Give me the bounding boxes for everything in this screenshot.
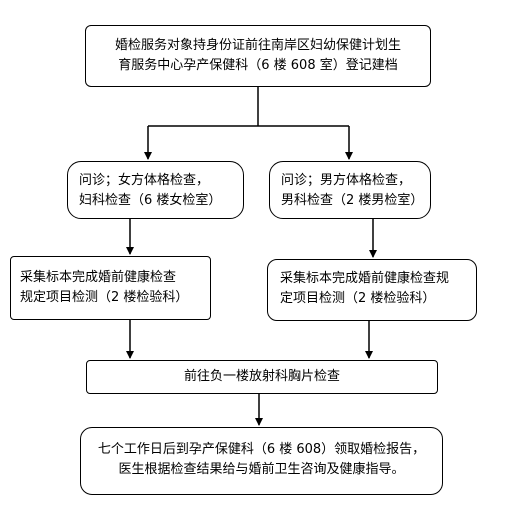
step-male-exam-line1: 问诊；男方体格检查， xyxy=(281,173,412,188)
step-female-exam-line1: 问诊；女方体格检查， xyxy=(79,173,210,188)
step-male-exam-box: 问诊；男方体格检查， 男科检查（2 楼男检室） xyxy=(269,161,431,219)
step-female-lab-box: 采集标本完成婚前健康检查 规定项目检测（2 楼检验科） xyxy=(10,256,211,320)
step-register-box: 婚检服务对象持身份证前往南岸区妇幼保健计划生 育服务中心孕产保健科（6 楼 60… xyxy=(85,25,431,87)
step-xray-line1: 前往负一楼放射科胸片检查 xyxy=(183,369,340,384)
step-report-line1: 七个工作日后到孕产保健科（6 楼 608）领取婚检报告， xyxy=(97,442,426,457)
step-male-exam-line2: 男科检查（2 楼男检室） xyxy=(281,193,424,208)
step-register-line2: 育服务中心孕产保健科（6 楼 608 室）登记建档 xyxy=(118,58,398,73)
step-female-exam-line2: 妇科检查（6 楼女检室） xyxy=(79,193,222,208)
step-report-box: 七个工作日后到孕产保健科（6 楼 608）领取婚检报告， 医生根据检查结果给与婚… xyxy=(80,427,443,495)
step-male-lab-box: 采集标本完成婚前健康检查规 定项目检测（2 楼检验科） xyxy=(267,259,477,321)
step-male-lab-line1: 采集标本完成婚前健康检查规 xyxy=(280,271,450,286)
step-register-line1: 婚检服务对象持身份证前往南岸区妇幼保健计划生 xyxy=(114,38,401,53)
step-male-lab-line2: 定项目检测（2 楼检验科） xyxy=(280,291,436,306)
step-female-lab-line1: 采集标本完成婚前健康检查 xyxy=(20,270,177,285)
step-report-line2: 医生根据检查结果给与婚前卫生咨询及健康指导。 xyxy=(118,462,405,477)
step-female-exam-box: 问诊；女方体格检查， 妇科检查（6 楼女检室） xyxy=(67,161,244,219)
step-xray-box: 前往负一楼放射科胸片检查 xyxy=(86,360,438,394)
step-female-lab-line2: 规定项目检测（2 楼检验科） xyxy=(20,290,189,305)
